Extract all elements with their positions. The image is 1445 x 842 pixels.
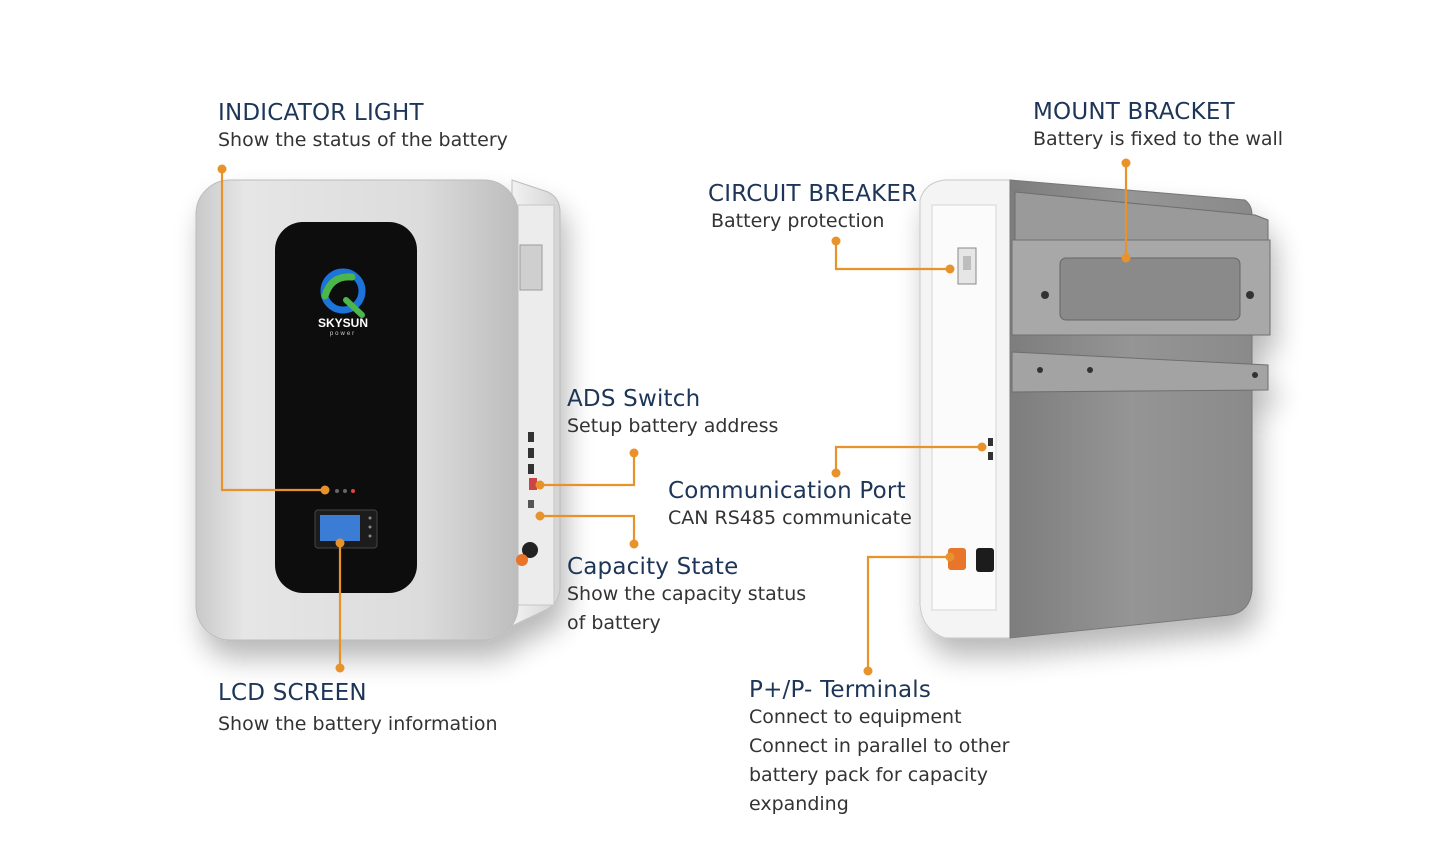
leader-circuit-breaker xyxy=(834,241,950,271)
terminal-orange xyxy=(516,554,528,566)
callout-desc: CAN RS485 communicate xyxy=(668,507,912,529)
front-battery: SKYSUN power xyxy=(195,179,561,641)
indicator-dot xyxy=(343,489,347,493)
callout-desc: Battery protection xyxy=(711,210,885,232)
brand-tagline: power xyxy=(330,331,356,337)
lcd-display xyxy=(320,515,360,541)
callout-lcd-screen: LCD SCREEN Show the battery information xyxy=(218,680,498,739)
callout-title: ADS Switch xyxy=(567,386,701,412)
leader-indicator-light xyxy=(220,169,325,492)
communication-port xyxy=(988,438,993,446)
black-display-panel xyxy=(275,222,417,593)
leader-capacity-state xyxy=(540,514,636,544)
skysun-logo: SKYSUN power xyxy=(318,268,368,337)
back-battery xyxy=(919,179,1271,639)
callout-title: LCD SCREEN xyxy=(218,680,367,706)
ads-switch xyxy=(529,478,537,490)
callout-desc: Show the battery information xyxy=(218,713,498,735)
callout-title: CIRCUIT BREAKER xyxy=(708,181,918,207)
callout-desc-line-2: of battery xyxy=(567,612,661,634)
callout-title: P+/P- Terminals xyxy=(749,677,932,703)
callout-ads-switch: ADS Switch Setup battery address xyxy=(567,386,778,441)
brand-name: SKYSUN xyxy=(318,316,368,330)
callout-title: MOUNT BRACKET xyxy=(1033,99,1235,125)
terminal-black xyxy=(522,542,538,558)
leader-communication-port xyxy=(834,445,982,473)
indicator-dot xyxy=(351,489,355,493)
side-connector xyxy=(519,244,543,291)
leader-ads-switch xyxy=(540,453,636,487)
callout-desc: Battery is fixed to the wall xyxy=(1033,128,1284,150)
leader-lines xyxy=(220,163,1128,671)
mount-bracket xyxy=(1011,191,1271,393)
terminal-negative xyxy=(976,548,994,572)
callout-communication-port: Communication Port CAN RS485 communicate xyxy=(668,478,912,533)
callout-capacity-state: Capacity State Show the capacity status … xyxy=(567,554,806,638)
leader-dots xyxy=(217,158,1131,676)
indicator-dot xyxy=(335,489,339,493)
callout-desc-line-1: Show the capacity status xyxy=(567,583,807,605)
callout-indicator-light: INDICATOR LIGHT Show the status of the b… xyxy=(218,100,508,155)
callout-terminals: P+/P- Terminals Connect to equipment Con… xyxy=(749,677,1009,819)
callout-mount-bracket: MOUNT BRACKET Battery is fixed to the wa… xyxy=(1033,99,1283,154)
callout-desc-line-2: Connect in parallel to other xyxy=(749,735,1010,757)
callout-desc: Setup battery address xyxy=(567,415,779,437)
callout-desc: Show the status of the battery xyxy=(218,129,508,151)
callout-desc-line-1: Connect to equipment xyxy=(749,706,962,728)
callout-desc-line-3: battery pack for capacity xyxy=(749,764,988,786)
callout-title: INDICATOR LIGHT xyxy=(218,100,424,126)
callout-desc-line-4: expanding xyxy=(749,793,849,815)
callout-title: Capacity State xyxy=(567,554,739,580)
leader-terminals xyxy=(866,555,950,671)
callout-circuit-breaker: CIRCUIT BREAKER Battery protection xyxy=(708,181,917,236)
callout-title: Communication Port xyxy=(668,478,906,504)
